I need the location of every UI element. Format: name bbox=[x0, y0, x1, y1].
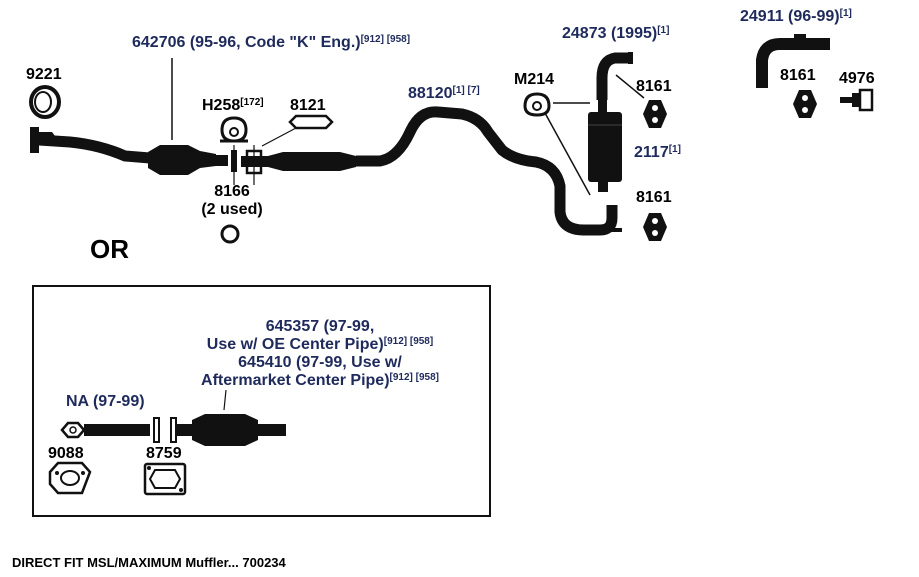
label-8161-top: 8161 bbox=[636, 78, 672, 95]
label-645357-line2: Use w/ OE Center Pipe) bbox=[206, 336, 384, 353]
gasket-8759-edge bbox=[153, 417, 160, 443]
refs-2117: [1] bbox=[668, 144, 681, 155]
label-9221: 9221 bbox=[26, 66, 62, 83]
inset-parts bbox=[48, 389, 286, 496]
label-8121: 8121 bbox=[290, 97, 326, 114]
part-4976-bolt bbox=[840, 88, 874, 112]
part-8161-hanger-c bbox=[793, 90, 817, 118]
front-pipe bbox=[33, 134, 156, 164]
catalytic-converter-642706 bbox=[148, 145, 228, 175]
label-na: NA (97-99) bbox=[66, 393, 145, 410]
label-h258: H258[172] bbox=[202, 97, 264, 115]
leader-line-8121 bbox=[261, 127, 297, 147]
label-8166: 8166 (2 used) bbox=[192, 183, 272, 219]
muffler-2117 bbox=[588, 100, 622, 192]
na-pipe bbox=[84, 424, 150, 436]
inset-box bbox=[32, 285, 491, 517]
note-8166: (2 used) bbox=[201, 201, 263, 218]
refs-24873: [1] bbox=[657, 25, 670, 36]
part-8166-ring bbox=[220, 224, 240, 244]
label-645357-line1: 645357 (97-99, bbox=[265, 318, 375, 335]
na-flange bbox=[60, 421, 86, 439]
part-8121-hanger bbox=[288, 114, 334, 130]
part-number-24911: 24911 (96-99) bbox=[740, 8, 840, 25]
part-8161-hanger-a bbox=[643, 100, 667, 128]
label-24911: 24911 (96-99)[1] bbox=[740, 8, 852, 26]
part-9221-ring bbox=[29, 85, 61, 119]
refs-645357: [912] [958] bbox=[383, 336, 434, 347]
part-number-642706: 642706 (95-96, Code "K" Eng.) bbox=[132, 34, 361, 51]
label-642706: 642706 (95-96, Code "K" Eng.)[912] [958] bbox=[132, 34, 410, 52]
label-8161-bottom: 8161 bbox=[636, 189, 672, 206]
label-2117: 2117[1] bbox=[634, 144, 681, 162]
label-4976: 4976 bbox=[839, 70, 875, 87]
part-number-2117: 2117 bbox=[634, 144, 669, 161]
tailpipe-24873 bbox=[596, 52, 630, 100]
label-24873: 24873 (1995)[1] bbox=[562, 25, 669, 43]
converter-645357 bbox=[177, 414, 286, 446]
refs-645410: [912] [958] bbox=[389, 372, 439, 383]
part-m214-clamp bbox=[523, 92, 551, 117]
main-exhaust-system bbox=[30, 52, 645, 236]
footer-muffler-note: DIRECT FIT MSL/MAXIMUM Muffler... 700234 bbox=[12, 555, 286, 570]
intermediate-pipe-88120 bbox=[241, 106, 622, 236]
gasket-9088 bbox=[48, 461, 92, 495]
part-number-8166: 8166 bbox=[214, 183, 250, 200]
gasket-edge-b bbox=[170, 417, 177, 443]
leader-line-8161-top bbox=[615, 74, 645, 99]
part-number-24873: 24873 (1995) bbox=[562, 25, 658, 42]
part-number-h258: H258 bbox=[202, 97, 241, 114]
leader-line-645357 bbox=[223, 389, 227, 411]
label-m214: M214 bbox=[514, 71, 555, 88]
label-645357: 645357 (97-99, Use w/ OE Center Pipe)[91… bbox=[170, 318, 470, 390]
part-24911-tailpipe bbox=[756, 34, 830, 88]
refs-642706: [912] [958] bbox=[360, 34, 411, 45]
label-9088: 9088 bbox=[48, 445, 84, 462]
label-645410-line2-wrap: Aftermarket Center Pipe)[912] [958] bbox=[170, 372, 470, 390]
label-8161-right: 8161 bbox=[780, 67, 816, 84]
label-88120: 88120[1] [7] bbox=[408, 85, 480, 103]
tailpipe-24873-tip bbox=[628, 52, 633, 64]
refs-88120: [1] [7] bbox=[452, 85, 480, 96]
part-number-88120: 88120 bbox=[408, 85, 453, 102]
label-645410-line1: 645410 (97-99, Use w/ bbox=[238, 354, 402, 371]
label-645357-line2-wrap: Use w/ OE Center Pipe)[912] [958] bbox=[170, 336, 470, 354]
refs-24911: [1] bbox=[839, 8, 852, 19]
part-h258-clamp bbox=[220, 116, 248, 143]
or-label: OR bbox=[90, 234, 129, 264]
part-8161-hanger-b bbox=[643, 213, 667, 241]
leader-line-2117 bbox=[544, 112, 591, 196]
refs-h258: [172] bbox=[240, 97, 264, 108]
label-645410-line2: Aftermarket Center Pipe) bbox=[201, 372, 390, 389]
gasket-8759 bbox=[143, 462, 187, 496]
label-8759: 8759 bbox=[146, 445, 182, 462]
